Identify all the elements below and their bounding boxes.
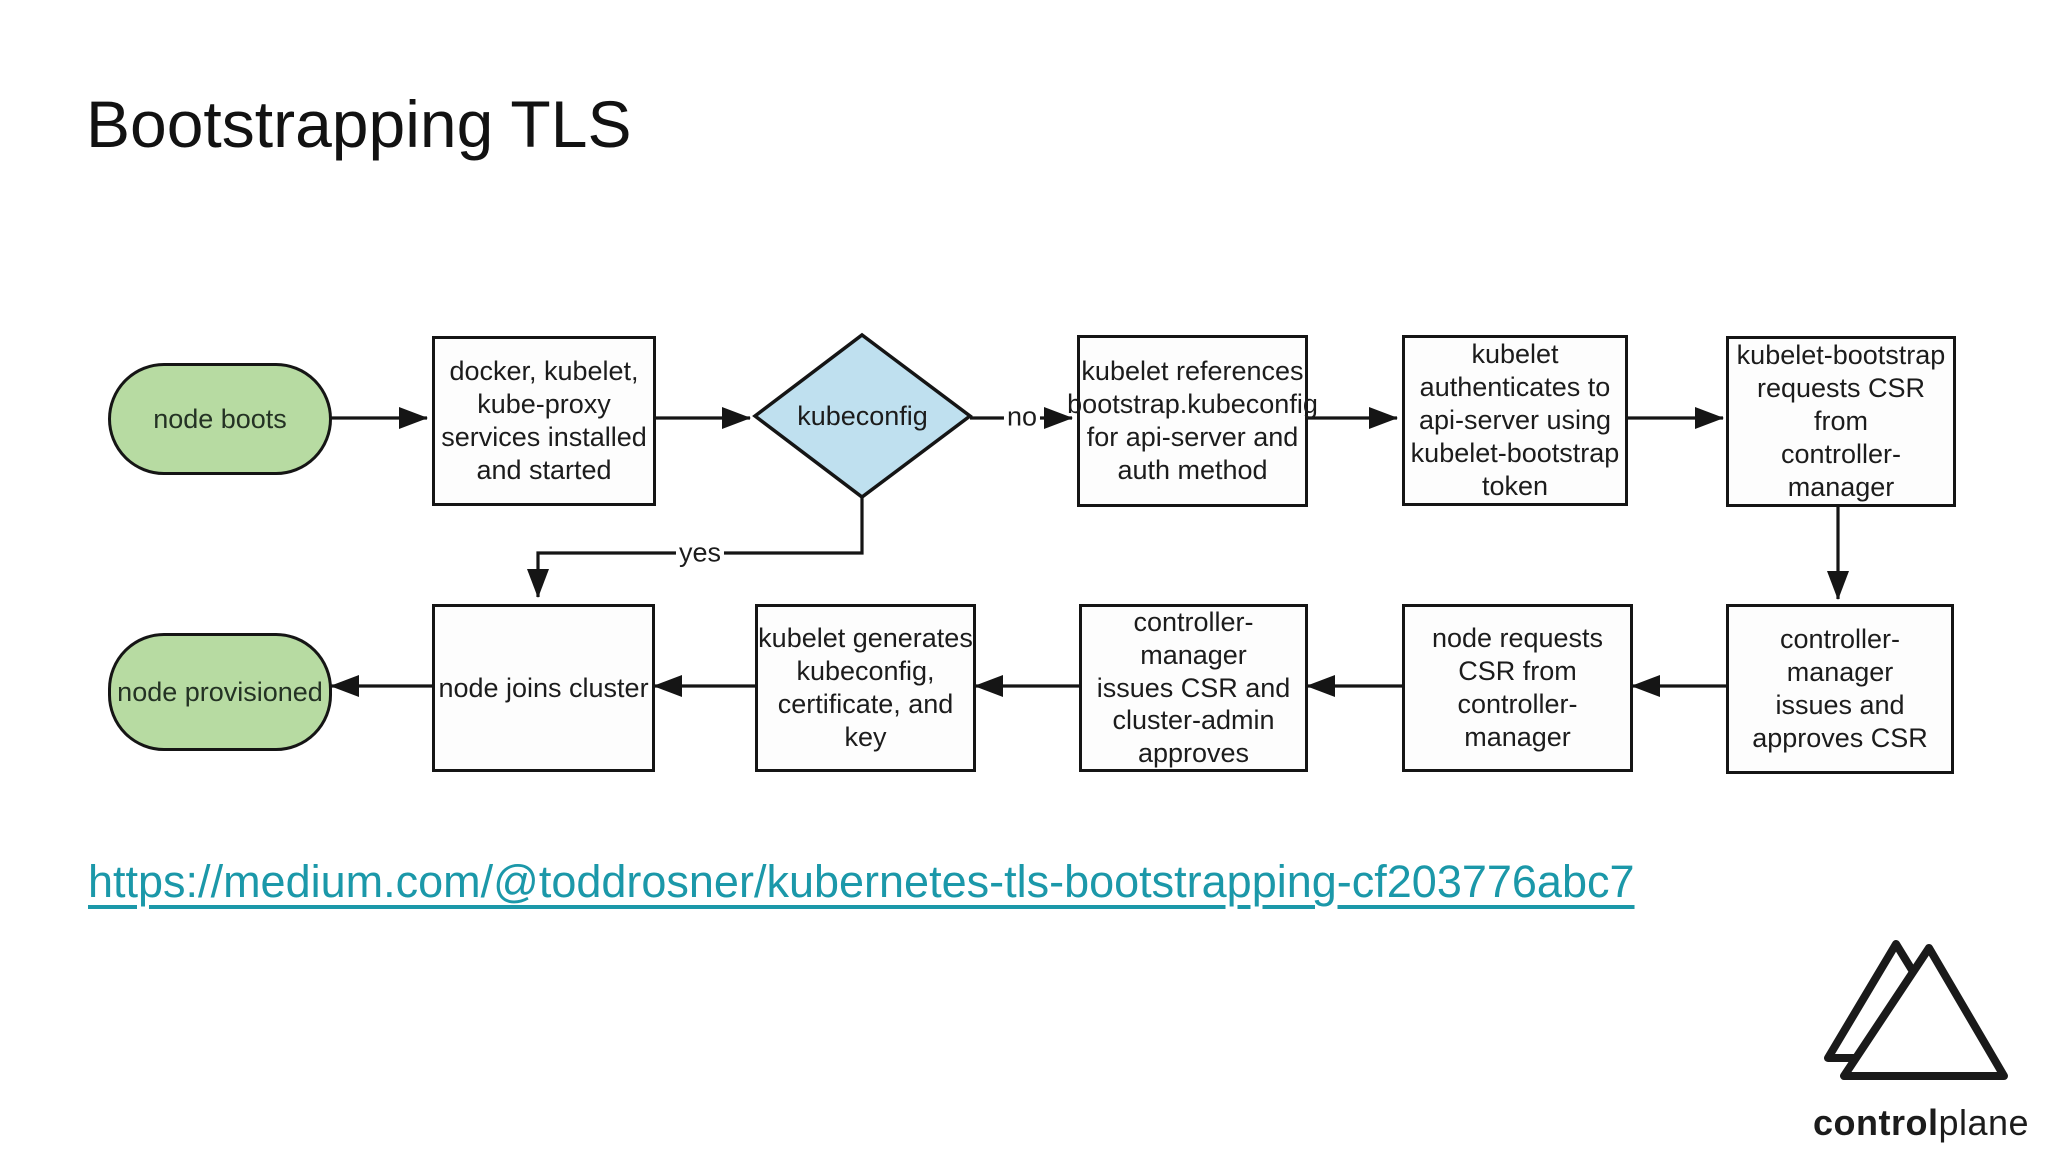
source-link[interactable]: https://medium.com/@toddrosner/kubernete… [88, 856, 1635, 907]
flow-node-kubelet-generates: kubelet generates kubeconfig, certificat… [755, 604, 976, 772]
flow-node-kubeconfig-decision: kubeconfig [797, 400, 928, 431]
decision-diamond-shape [752, 332, 973, 500]
flow-node-services-installed: docker, kubelet, kube-proxy services ins… [432, 336, 656, 506]
flow-node-cluster-admin-approves: controller-manager issues CSR and cluste… [1079, 604, 1308, 772]
flow-node-kubelet-references: kubelet references bootstrap.kubeconfig … [1067, 335, 1318, 507]
flow-node-node-boots: node boots [108, 363, 332, 475]
flow-node-issues-approves-csr: controller-manager issues and approves C… [1726, 604, 1954, 774]
flow-node-node-joins-cluster: node joins cluster [432, 604, 655, 772]
flow-node-kubelet-authenticates: kubelet authenticates to api-server usin… [1402, 335, 1628, 506]
flow-node-node-provisioned: node provisioned [108, 633, 332, 751]
edge-label-yes: yes [675, 539, 725, 567]
controlplane-logo-triangles [1824, 940, 2008, 1080]
flow-node-node-requests-csr: node requests CSR from controller-manage… [1402, 604, 1633, 772]
logo-text-control: control [1812, 1102, 1939, 1143]
controlplane-logo-text: controlplane [1796, 1102, 2046, 1144]
logo-text-plane: plane [1938, 1102, 2030, 1143]
controlplane-logo: controlplane [1796, 930, 2046, 1145]
logo-front-triangle [1840, 944, 2008, 1080]
flow-node-bootstrap-requests-csr: kubelet-bootstrap requests CSR from cont… [1726, 336, 1956, 507]
page-title: Bootstrapping TLS [86, 87, 632, 161]
edge-label-no: no [1003, 403, 1041, 431]
